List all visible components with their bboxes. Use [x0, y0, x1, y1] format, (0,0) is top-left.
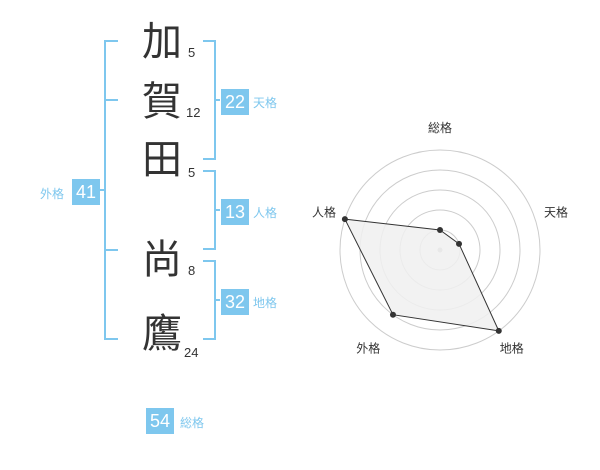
gaikaku-label: 外格: [40, 187, 65, 201]
radar-axis-label-5: 人格: [312, 204, 336, 219]
gaikaku-bracket-tick-bottom: [104, 249, 118, 251]
radar-point-5: [341, 216, 348, 223]
radar-point-2: [456, 240, 463, 247]
jinkaku-label: 人格: [253, 206, 278, 220]
radar-axis-label-3: 地格: [500, 341, 524, 356]
radar-axis-label-2: 天格: [544, 204, 568, 219]
name-char-4: 尚: [142, 237, 182, 283]
stroke-count-3: 5: [188, 165, 196, 180]
name-char-2: 賀: [142, 79, 182, 125]
radar-value-polygon: [344, 218, 500, 332]
name-char-3: 田: [142, 137, 182, 183]
name-char-1: 加: [142, 19, 182, 65]
radar-axis-label-4: 外格: [356, 341, 380, 356]
chikaku-value-badge: 32: [221, 289, 250, 315]
chikaku-bracket-tick: [214, 299, 220, 301]
name-char-5: 鷹: [142, 311, 182, 357]
jinkaku-value-badge: 13: [221, 199, 250, 225]
radar-point-1: [437, 227, 443, 233]
chikaku-label: 地格: [253, 296, 278, 310]
stroke-count-1: 5: [188, 45, 196, 60]
gaikaku-value-badge: 41: [72, 179, 101, 205]
gaikaku-bracket-tick-mid: [99, 189, 105, 191]
jinkaku-bracket-tick: [214, 209, 220, 211]
tenkaku-bracket-tick: [214, 99, 220, 101]
stroke-count-5: 24: [184, 345, 199, 360]
stroke-count-2: 12: [186, 105, 201, 120]
soukaku-label: 総格: [180, 416, 205, 430]
tenkaku-value-badge: 22: [221, 89, 250, 115]
gaikaku-bracket-tick-top: [104, 99, 118, 101]
radar-point-4: [389, 311, 396, 318]
radar-axis-label-1: 総格: [428, 120, 452, 135]
tenkaku-label: 天格: [253, 96, 278, 110]
radar-grid-ring: [339, 149, 541, 351]
stroke-count-4: 8: [188, 263, 196, 278]
soukaku-value-badge: 54: [146, 408, 175, 434]
radar-point-3: [495, 327, 502, 334]
gaikaku-bracket: [104, 40, 118, 340]
